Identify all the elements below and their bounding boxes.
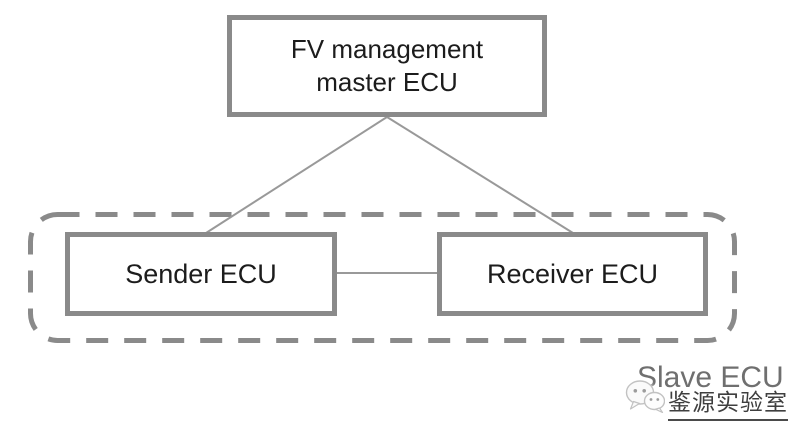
master-ecu-node: FV management master ECU: [227, 15, 547, 117]
wechat-icon: [625, 380, 665, 413]
sender-ecu-node: Sender ECU: [65, 232, 337, 316]
slave-group-label: Slave ECU: [637, 361, 784, 394]
master-to-receiver-connector: [386, 116, 574, 234]
watermark-text: 鉴源实验室: [668, 383, 788, 421]
watermark: 鉴源实验室: [625, 379, 788, 421]
master-to-sender-connector: [205, 116, 388, 234]
sender-ecu-label: Sender ECU: [125, 258, 277, 289]
master-ecu-label: FV management master ECU: [290, 34, 484, 97]
receiver-ecu-node: Receiver ECU: [437, 232, 708, 316]
slave-group-dashed-border: [28, 212, 737, 343]
receiver-ecu-label: Receiver ECU: [486, 258, 659, 289]
